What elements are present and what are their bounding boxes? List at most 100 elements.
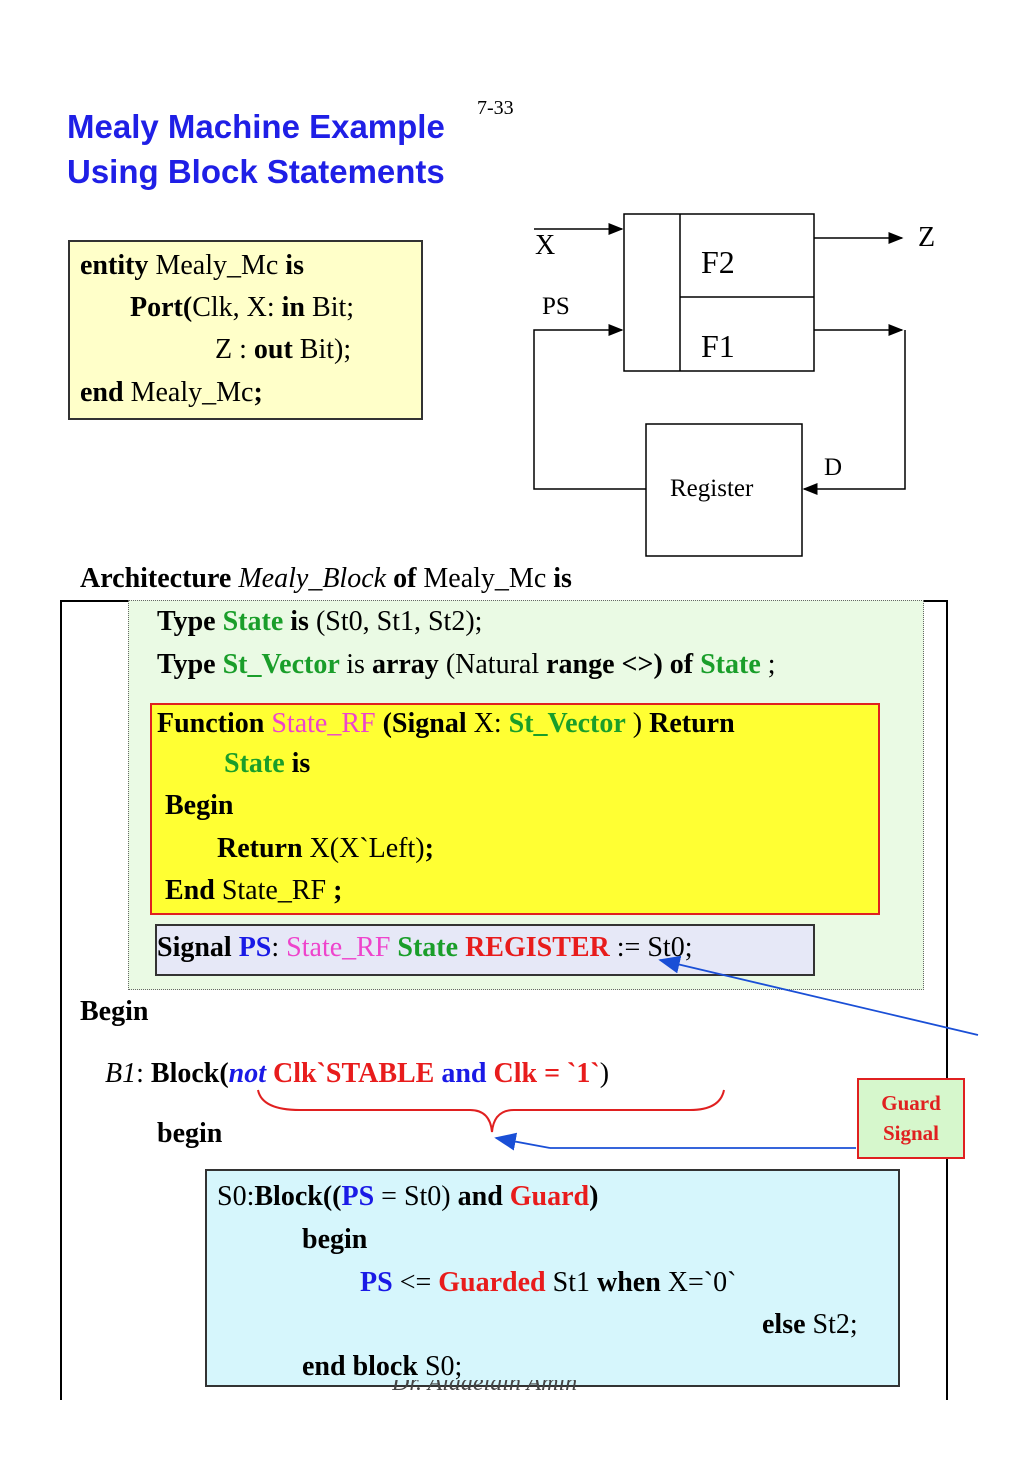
kw-of: of <box>393 563 417 594</box>
function-begin: Begin <box>165 790 234 821</box>
function-param-type: St_Vector <box>508 708 626 739</box>
s0-line-3: PS <= Guarded St1 when X=`0` <box>360 1262 736 1304</box>
slide-title-line1: Mealy Machine Example <box>67 108 445 145</box>
function-line-1: Function State_RF (Signal X: St_Vector )… <box>157 703 735 745</box>
architecture-begin: Begin <box>80 996 149 1027</box>
b1-label: B1 <box>105 1058 137 1089</box>
entity-line-4: end Mealy_Mc; <box>80 372 263 414</box>
type-state-name: State <box>215 606 291 637</box>
kw-guard: Guard <box>502 1181 590 1212</box>
type-state-line: Type State is (St0, St1, St2); <box>157 601 482 643</box>
kw-not: not <box>228 1058 267 1089</box>
s0-line-5: end block S0; <box>302 1346 462 1388</box>
function-end-name: State_RF <box>214 875 334 906</box>
function-param-close: ) <box>625 708 650 739</box>
s0-assign-ps: PS <box>360 1267 393 1298</box>
function-return-semi: ; <box>424 833 434 864</box>
kw-architecture: Architecture <box>80 563 232 594</box>
port-z: Z : <box>215 334 254 365</box>
diagram-d-label: D <box>824 454 843 481</box>
s0-assign-op: <= <box>392 1267 439 1298</box>
d-feedback-line <box>802 330 906 495</box>
architecture-line: Architecture Mealy_Block of Mealy_Mc is <box>80 558 572 600</box>
diagram-z-label: Z <box>918 222 936 253</box>
slide-title-line2: Using Block Statements <box>67 153 445 190</box>
b1-block-line: B1: Block(not Clk`STABLE and Clk = `1`) <box>105 1053 609 1095</box>
function-param: X: <box>466 708 509 739</box>
signal-resolution-fn: State_RF <box>286 932 391 963</box>
end-semicolon: ; <box>253 377 263 408</box>
kw-when: when <box>597 1267 661 1298</box>
entity-name: Mealy_Mc <box>148 250 286 281</box>
signal-line: Signal PS: State_RF State REGISTER := St… <box>157 927 692 969</box>
s0-line-1: S0:Block((PS = St0) and Guard) <box>217 1176 598 1218</box>
type-vector-is: is <box>346 649 372 680</box>
kw-function: Function <box>157 708 265 739</box>
s0-st1: St1 <box>545 1267 597 1298</box>
guard-note-line1: Guard <box>881 1091 941 1115</box>
type-vector-element: State <box>693 649 761 680</box>
kw-end: end <box>80 377 124 408</box>
b1-begin: begin <box>157 1118 223 1149</box>
guard-note-line2: Signal <box>882 1121 940 1145</box>
port-out-type: Bit); <box>292 334 352 365</box>
kw-function-end: End <box>165 875 215 906</box>
signal-colon: : <box>271 932 287 963</box>
diagram-f2-label: F2 <box>701 244 735 280</box>
type-state-values: (St0, St1, St2); <box>308 606 483 637</box>
footer-clip: Dr. Aiaaeiain Amin <box>392 1380 612 1400</box>
guard-signal-note: Guard Signal <box>857 1078 965 1159</box>
clk-stable: Clk`STABLE <box>266 1058 442 1089</box>
function-return-type: State <box>224 748 285 779</box>
s0-block-box <box>205 1169 900 1387</box>
entity-declaration-box <box>68 240 423 420</box>
register-block <box>645 423 803 557</box>
port-paren: ( <box>182 292 193 323</box>
diagram-register-label: Register <box>670 475 754 502</box>
type-vector-name: St_Vector <box>215 649 347 680</box>
kw-s0-and: and <box>457 1181 503 1212</box>
kw-signal: Signal <box>157 932 232 963</box>
end-entity-name: Mealy_Mc <box>123 377 254 408</box>
port-signals: Clk, X: <box>192 292 282 323</box>
kw-register: REGISTER <box>458 932 610 963</box>
kw-array: array <box>371 649 439 680</box>
kw-entity: entity <box>80 250 149 281</box>
kw-block: Block( <box>150 1058 229 1089</box>
s0-line-4: else St2; <box>762 1304 858 1346</box>
function-end-semi: ; <box>333 875 343 906</box>
kw-else: else <box>762 1309 806 1340</box>
clk-equals-one: Clk = `1` <box>493 1058 600 1089</box>
kw-return-2: Return <box>217 833 303 864</box>
b1-close: ) <box>599 1058 610 1089</box>
entity-line-1: entity Mealy_Mc is <box>80 245 304 287</box>
s0-when-cond: X=`0` <box>660 1267 737 1298</box>
s0-ps: PS <box>341 1181 375 1212</box>
kw-s0-block: Block(( <box>254 1181 342 1212</box>
ps-feedback-line <box>533 324 646 490</box>
signal-init: := St0; <box>609 932 693 963</box>
entity-line-2: Port(Clk, X: in Bit; <box>130 287 354 329</box>
type-vector-natural: (Natural <box>438 649 547 680</box>
logic-block <box>623 213 815 372</box>
b1-colon: : <box>136 1058 151 1089</box>
diagram-ps-label: PS <box>542 293 570 320</box>
function-box <box>150 703 880 915</box>
function-line-2: State is <box>224 743 310 785</box>
port-in-type: Bit; <box>305 292 355 323</box>
signal-ps: PS <box>231 932 272 963</box>
type-vector-line: Type St_Vector is array (Natural range <… <box>157 644 776 686</box>
page-number: 7-33 <box>477 97 514 119</box>
function-return-expr: X(X`Left) <box>302 833 425 864</box>
architecture-name: Mealy_Block <box>231 563 394 594</box>
kw-signal-param: (Signal <box>382 708 467 739</box>
kw-type-2: Type <box>157 649 216 680</box>
architecture-entity: Mealy_Mc <box>416 563 554 594</box>
footer-author: Dr. Aiaaeiain Amin <box>392 1380 578 1396</box>
kw-out: out <box>253 334 293 365</box>
kw-is: is <box>285 250 304 281</box>
entity-line-3: Z : out Bit); <box>215 329 351 371</box>
function-line-4: Return X(X`Left); <box>217 828 434 870</box>
s0-cond: = St0) <box>374 1181 458 1212</box>
